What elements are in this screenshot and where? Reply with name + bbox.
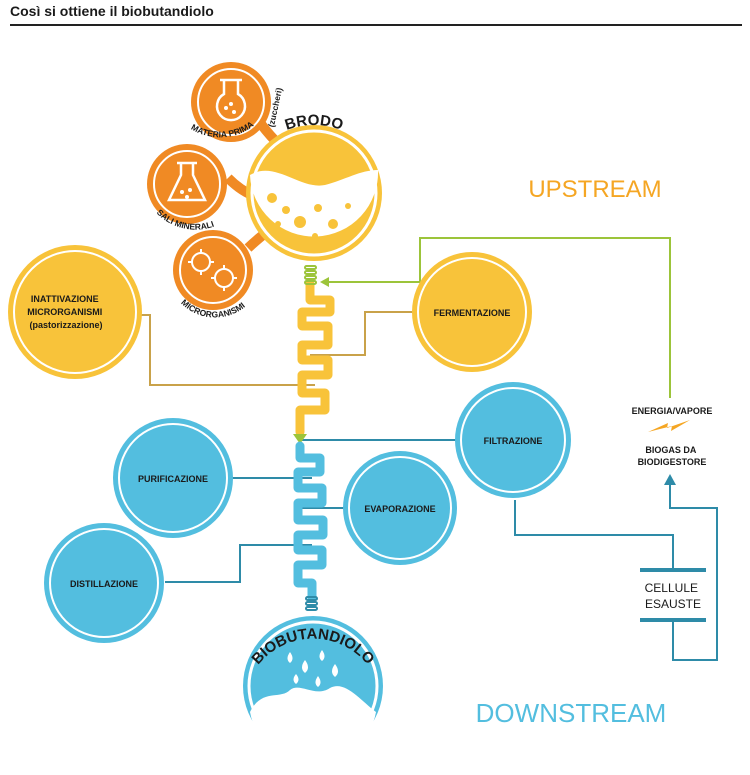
spring-bottom (305, 596, 318, 611)
connector-energy-loop (322, 237, 671, 398)
evaporazione-label: EVAPORAZIONE (364, 504, 435, 514)
inattivazione-label: INATTIVAZIONE MICRORGANISMI (pastorizzaz… (27, 294, 105, 330)
purificazione-node (113, 418, 233, 538)
connector-inattivazione (140, 314, 315, 386)
purificazione-label: PURIFICAZIONE (138, 474, 208, 484)
upstream-heading: UPSTREAM (528, 176, 661, 203)
brodo-label: BRODO (283, 112, 346, 134)
arrow-into-biogas (664, 474, 676, 485)
materia-prima-node (191, 62, 271, 142)
page-title: Così si ottiene il biobutandiolo (10, 3, 214, 19)
biogas-label: BIOGAS DA BIODIGESTORE (638, 445, 707, 467)
title-divider (10, 24, 742, 26)
spring-top (304, 265, 317, 285)
evaporazione-node (343, 451, 457, 565)
pipe-upstream (295, 279, 335, 437)
brodo-node (246, 125, 382, 261)
fermentazione-label: FERMENTAZIONE (434, 308, 511, 318)
lightning-bolt-icon (648, 420, 690, 432)
arrow-into-pipe-green (320, 277, 329, 287)
cellule-esauste-block (640, 568, 706, 622)
pipe-downstream (293, 441, 328, 603)
connector-cellule-loop (514, 480, 718, 661)
cellule-esauste-label: CELLULE ESAUSTE (645, 581, 702, 611)
distillazione-label: DISTILLAZIONE (70, 579, 138, 589)
microrganismi-node (173, 230, 253, 310)
bubbles-icon (267, 193, 351, 239)
droplets-icon (287, 650, 338, 687)
arrow-pipe-transition (293, 434, 307, 444)
fermentazione-node (412, 252, 532, 372)
microorganism-icon (188, 249, 237, 291)
filtrazione-node (455, 382, 571, 498)
biobutandiolo-node (243, 616, 383, 765)
erlenmeyer-flask-icon (167, 161, 207, 202)
connector-distillazione (165, 544, 312, 583)
distillazione-node (44, 523, 164, 643)
downstream-heading: DOWNSTREAM (476, 698, 667, 728)
energia-vapore-label: ENERGIA/VAPORE (632, 406, 713, 416)
sali-minerali-node (147, 144, 227, 224)
flask-icon (215, 78, 247, 122)
inattivazione-node (8, 245, 142, 379)
filtrazione-label: FILTRAZIONE (484, 436, 543, 446)
connector-fermentazione (310, 311, 418, 356)
